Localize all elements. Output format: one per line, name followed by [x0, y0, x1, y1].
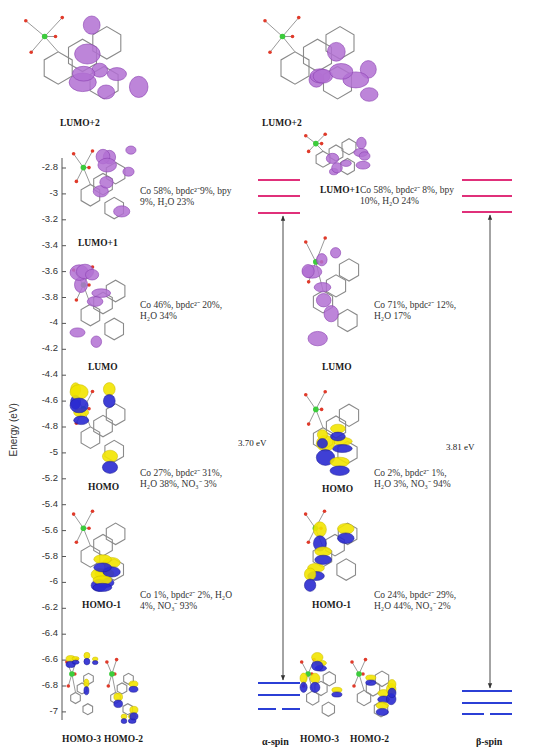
tick-label: -5.8	[16, 551, 58, 562]
tick-label: -3.2	[16, 214, 58, 225]
gap-arrow	[490, 215, 491, 688]
orbital-plot	[70, 264, 125, 347]
tick-label: -3.8	[16, 292, 58, 303]
orbital-plot	[263, 16, 378, 101]
composition-note: Co 24%, bpdc²⁻ 29%, H₂O 44%, NO₃⁻ 2%	[374, 590, 460, 612]
tick-mark	[62, 245, 66, 246]
tick-label: -6	[16, 576, 58, 587]
tick-mark	[62, 271, 66, 272]
tick-mark	[62, 401, 66, 402]
tick-mark	[62, 634, 66, 635]
energy-axis	[62, 158, 63, 720]
tick-mark	[62, 297, 66, 298]
tick-mark	[62, 219, 66, 220]
orbital-plot	[65, 652, 98, 714]
tick-mark	[62, 556, 66, 557]
orbital-plot	[72, 509, 125, 591]
tick-mark	[62, 686, 66, 687]
orbital-label: HOMO-1	[312, 600, 351, 611]
tick-mark	[62, 504, 66, 505]
spin-label: α-spin	[262, 736, 289, 748]
tick-mark	[62, 608, 66, 609]
orbital-plot	[302, 236, 359, 346]
tick-label: -4.8	[16, 421, 58, 432]
orbital-label: LUMO+1	[320, 185, 360, 196]
tick-label: -3	[16, 188, 58, 199]
tick-mark	[62, 349, 66, 350]
tick-label: -4.4	[16, 369, 58, 380]
orbital-plot	[72, 146, 136, 219]
orbital-label: HOMO-1	[82, 600, 121, 611]
tick-label: -4	[16, 317, 58, 328]
composition-note: Co 71%, bpdc²⁻ 12%, H₂O 17%	[374, 300, 460, 322]
tick-label: -5.4	[16, 499, 58, 510]
orbital-plot	[300, 653, 342, 717]
tick-label: -5.2	[16, 473, 58, 484]
orbital-label: HOMO-2	[350, 734, 389, 745]
orbital-label: LUMO+2	[262, 118, 302, 129]
tick-label: -6.6	[16, 654, 58, 665]
tick-label: -5	[16, 447, 58, 458]
tick-label: -6.4	[16, 628, 58, 639]
tick-mark	[62, 660, 66, 661]
orbital-label: LUMO	[322, 362, 352, 373]
tick-label: -7	[16, 706, 58, 717]
orbital-label: LUMO+2	[60, 118, 100, 129]
orbital-plot	[304, 509, 357, 591]
tick-label: -3.6	[16, 266, 58, 277]
orbital-plots	[24, 16, 396, 724]
orbital-label: LUMO	[88, 362, 118, 373]
tick-label: -3.4	[16, 240, 58, 251]
spin-label: β-spin	[476, 736, 502, 748]
tick-label: -6.8	[16, 680, 58, 691]
tick-mark	[62, 168, 66, 169]
tick-mark	[62, 582, 66, 583]
composition-note: Co 2%, bpdc²⁻ 1%, H₂O 3%, NO₃⁻ 94%	[374, 468, 460, 490]
tick-mark	[62, 427, 66, 428]
orbital-plot	[105, 658, 138, 724]
composition-note: Co 1%, bpdc²⁻ 2%, H₂O 4%, NO₃⁻ 93%	[140, 590, 238, 612]
tick-mark	[62, 375, 66, 376]
orbital-plot	[304, 132, 370, 174]
tick-label: -5.6	[16, 525, 58, 536]
composition-note: Co 58%, bpdc²⁻ 8%, bpy 10%, H₂O 24%	[360, 185, 458, 207]
axis-ticks	[62, 168, 66, 712]
tick-label: -2.8	[16, 162, 58, 173]
tick-mark	[62, 193, 66, 194]
composition-note: Co 46%, bpdc²⁻ 20%, H₂O 34%	[140, 300, 238, 322]
tick-label: -4.6	[16, 395, 58, 406]
gap-value: 3.70 eV	[238, 438, 267, 448]
tick-mark	[62, 323, 66, 324]
orbital-label: HOMO-3	[300, 734, 339, 745]
orbital-label: HOMO-2	[104, 734, 143, 745]
tick-mark	[62, 452, 66, 453]
orbital-label: HOMO	[88, 482, 119, 493]
tick-mark	[62, 711, 66, 712]
tick-label: -6.2	[16, 602, 58, 613]
tick-mark	[62, 530, 66, 531]
orbital-label: HOMO	[322, 484, 353, 495]
composition-note: Co 27%, bpdc²⁻ 31%, H₂O 38%, NO₃⁻ 3%	[140, 468, 238, 490]
orbital-plot	[304, 390, 359, 476]
orbital-label: HOMO-3	[62, 734, 101, 745]
orbital-plot	[350, 658, 396, 717]
orbital-plot	[70, 383, 125, 474]
axis-title: Energy (eV)	[8, 370, 20, 490]
gap-value: 3.81 eV	[446, 442, 475, 452]
orbital-label: LUMO+1	[78, 238, 118, 249]
gap-arrow	[283, 216, 284, 680]
tick-label: -4.2	[16, 343, 58, 354]
orbital-plot	[24, 16, 148, 99]
tick-mark	[62, 478, 66, 479]
composition-note: Co 58%, bpdc²⁻9%, bpy 9%, H₂O 23%	[140, 186, 238, 208]
